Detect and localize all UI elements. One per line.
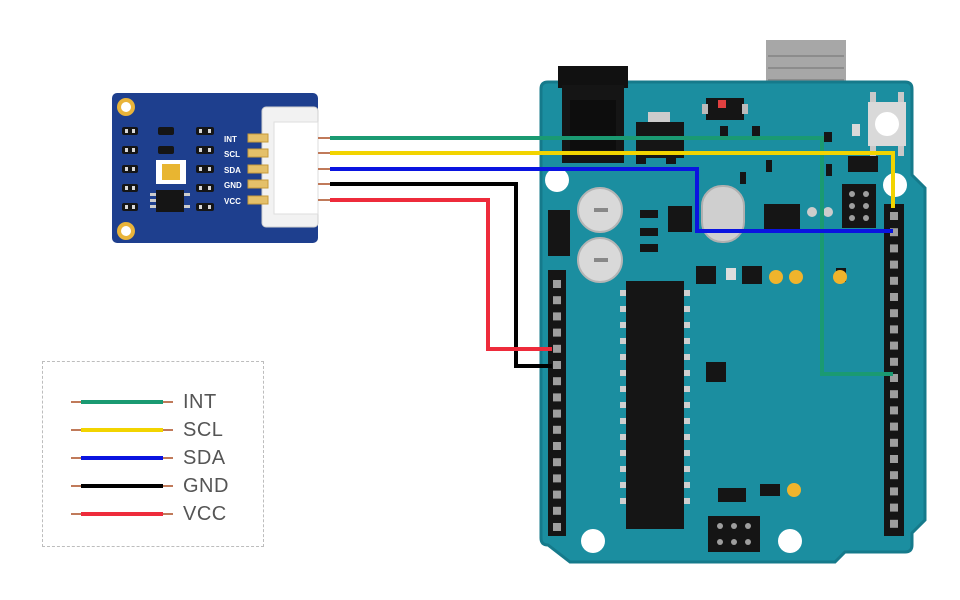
- wire-scl: [330, 151, 895, 208]
- header-pin: [553, 442, 561, 450]
- header-pin: [553, 393, 561, 402]
- header-pin: [553, 490, 561, 499]
- pin-label-gnd: GND: [224, 181, 242, 190]
- header-pin: [890, 341, 898, 350]
- usb-chip: [764, 204, 800, 230]
- wire-gnd: [330, 182, 552, 368]
- wire-sda: [330, 167, 893, 233]
- arduino-board: [539, 40, 927, 564]
- regulator-chip: [156, 190, 184, 212]
- icsp-header: [842, 184, 876, 228]
- legend-line-scl: [71, 428, 173, 432]
- header-pin: [890, 390, 898, 399]
- header-pin: [553, 328, 561, 337]
- header-pin: [553, 506, 561, 515]
- board-hole: [545, 168, 569, 192]
- header-pin: [890, 276, 898, 285]
- header-pin: [890, 325, 898, 334]
- left-pin-header: [548, 270, 566, 536]
- legend-line-gnd: [71, 484, 173, 488]
- header-pin: [553, 474, 561, 483]
- legend-line-int: [71, 400, 173, 404]
- header-pin: [553, 344, 561, 353]
- header-pin: [890, 455, 898, 463]
- header-pin: [553, 312, 561, 321]
- header-pin: [890, 422, 898, 431]
- header-pin: [890, 212, 898, 220]
- icsp-header-bottom: [708, 516, 760, 552]
- wire-vcc: [330, 198, 552, 351]
- legend-item-gnd: GND: [43, 472, 263, 500]
- diode: [548, 210, 570, 256]
- legend-item-int: INT: [43, 388, 263, 416]
- atmega-chip: [626, 281, 684, 529]
- legend-label-int: INT: [183, 391, 217, 413]
- header-pin: [553, 458, 561, 467]
- wire-int: [330, 136, 893, 376]
- legend-label-vcc: VCC: [183, 503, 227, 525]
- header-pin: [553, 523, 561, 531]
- header-pin: [890, 374, 898, 382]
- header-pin: [553, 280, 561, 288]
- pin-label-scl: SCL: [224, 150, 240, 159]
- wires: [318, 136, 895, 376]
- header-pin: [890, 503, 898, 512]
- header-pin: [890, 260, 898, 269]
- legend-line-sda: [71, 456, 173, 460]
- pin-label-sda: SDA: [224, 166, 241, 175]
- header-pin: [890, 438, 898, 447]
- legend-line-vcc: [71, 512, 173, 516]
- wire-legend: INT SCL SDA GND VCC: [42, 361, 264, 547]
- header-pin: [553, 425, 561, 434]
- header-pin: [890, 357, 898, 366]
- header-pin: [553, 296, 561, 305]
- header-pin: [553, 409, 561, 418]
- power-jack: [558, 66, 628, 88]
- legend-item-vcc: VCC: [43, 500, 263, 528]
- legend-item-sda: SDA: [43, 444, 263, 472]
- legend-item-scl: SCL: [43, 416, 263, 444]
- legend-label-gnd: GND: [183, 475, 229, 497]
- legend-label-sda: SDA: [183, 447, 226, 469]
- header-pin: [890, 487, 898, 496]
- pin-label-int: INT: [224, 135, 237, 144]
- legend-label-scl: SCL: [183, 419, 224, 441]
- header-pin: [553, 361, 561, 369]
- pin-label-vcc: VCC: [224, 197, 241, 206]
- sensor-module: INT SCL SDA GND VCC: [112, 93, 319, 243]
- header-pin: [890, 228, 898, 237]
- board-hole: [581, 529, 605, 553]
- header-pin: [890, 471, 898, 480]
- op-amp-chip: [668, 206, 692, 232]
- crystal: [701, 185, 745, 243]
- header-pin: [890, 293, 898, 301]
- header-pin: [890, 406, 898, 415]
- header-pin: [553, 377, 561, 386]
- board-hole: [778, 529, 802, 553]
- header-pin: [890, 519, 898, 528]
- voltage-regulator: [706, 98, 744, 120]
- header-pin: [890, 309, 898, 318]
- status-leds: [769, 270, 847, 497]
- header-pin: [890, 244, 898, 253]
- right-pin-header: [884, 204, 904, 536]
